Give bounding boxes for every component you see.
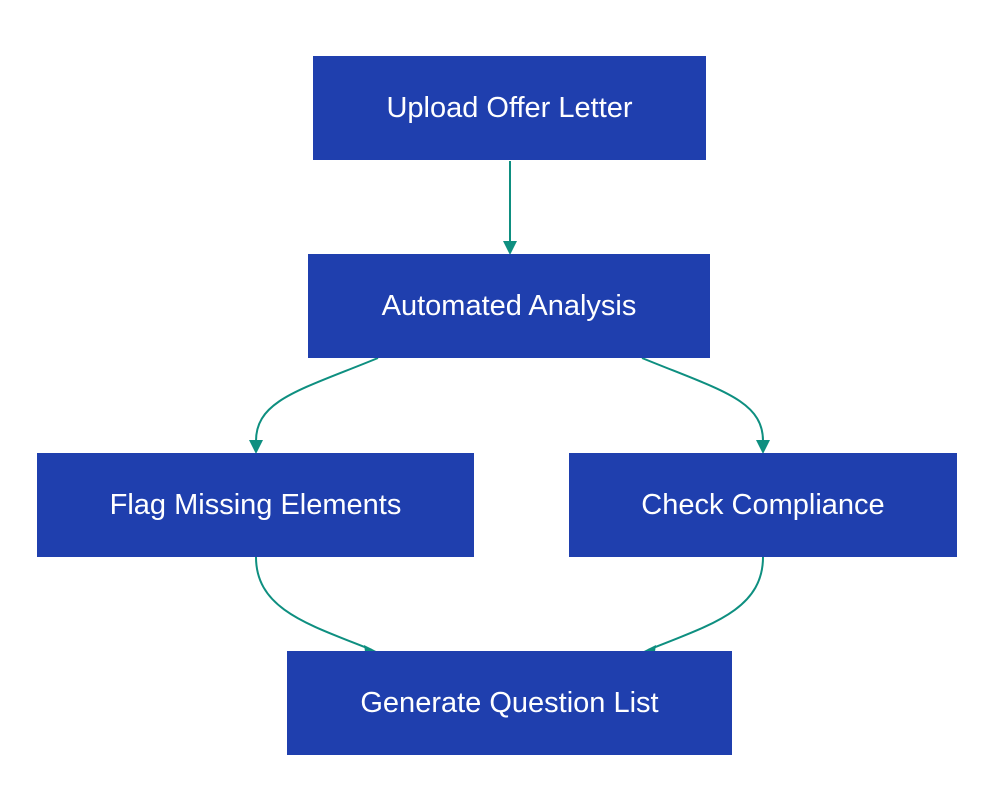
arrowhead-compliance-top [756,440,770,454]
node-generate-question-list: Generate Question List [287,651,732,755]
edge-analysis-to-compliance [641,357,764,442]
node-compliance-box [569,453,957,557]
node-automated-analysis: Automated Analysis [308,254,710,358]
node-upload-box [313,56,706,160]
arrowhead-analysis-top [503,241,517,255]
node-upload-offer-letter: Upload Offer Letter [313,56,706,160]
node-questions-box [287,651,732,755]
node-flag-label: Flag Missing Elements [110,489,402,521]
node-flag-missing-elements: Flag Missing Elements [37,453,474,557]
node-analysis-box [308,254,710,358]
arrowhead-flag-top [249,440,263,454]
edge-compliance-to-questions [647,556,764,651]
edge-flag-to-questions [255,556,373,651]
node-upload-label: Upload Offer Letter [386,92,632,124]
node-check-compliance: Check Compliance [569,453,957,557]
edge-analysis-to-flag [255,357,379,442]
node-analysis-label: Automated Analysis [382,290,637,322]
node-questions-label: Generate Question List [360,687,658,719]
node-flag-box [37,453,474,557]
edges [249,161,770,658]
node-compliance-label: Check Compliance [641,489,884,521]
